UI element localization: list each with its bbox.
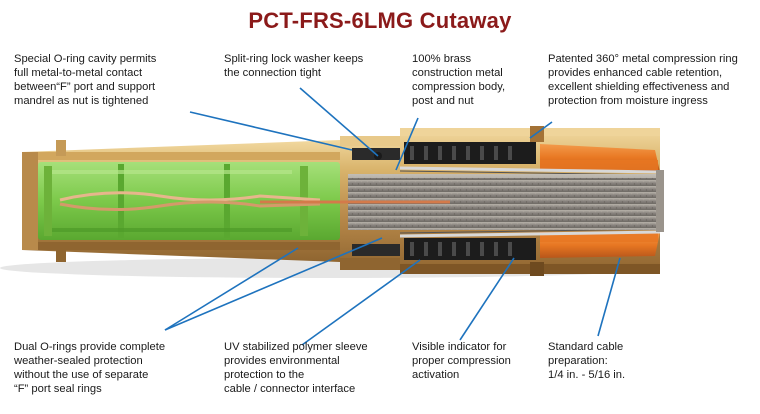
cable-jacket xyxy=(540,144,660,258)
callout-visible-indicator: Visible indicator for proper compression… xyxy=(412,341,511,381)
polymer-sleeve xyxy=(404,142,536,260)
center-contact xyxy=(59,191,321,212)
callout-brass-construction: 100% brass construction metal compressio… xyxy=(412,53,506,107)
callout-dual-orings: Dual O-rings provide complete weather-se… xyxy=(14,341,166,395)
diagram-title: PCT-FRS-6LMG Cutaway xyxy=(248,8,512,33)
callout-uv-sleeve: UV stabilized polymer sleeve provides en… xyxy=(224,341,368,395)
leader-lines xyxy=(164,87,621,346)
callout-compression-ring: Patented 360° metal compression ring pro… xyxy=(548,53,738,107)
callout-oring-cavity: Special O-ring cavity permits full metal… xyxy=(14,53,157,107)
callout-lock-washer: Split-ring lock washer keeps the connect… xyxy=(224,53,364,79)
cable-braid xyxy=(399,166,661,238)
cable-end xyxy=(656,170,664,232)
callout-cable-preparation: Standard cable preparation: 1/4 in. - 5/… xyxy=(548,341,626,381)
